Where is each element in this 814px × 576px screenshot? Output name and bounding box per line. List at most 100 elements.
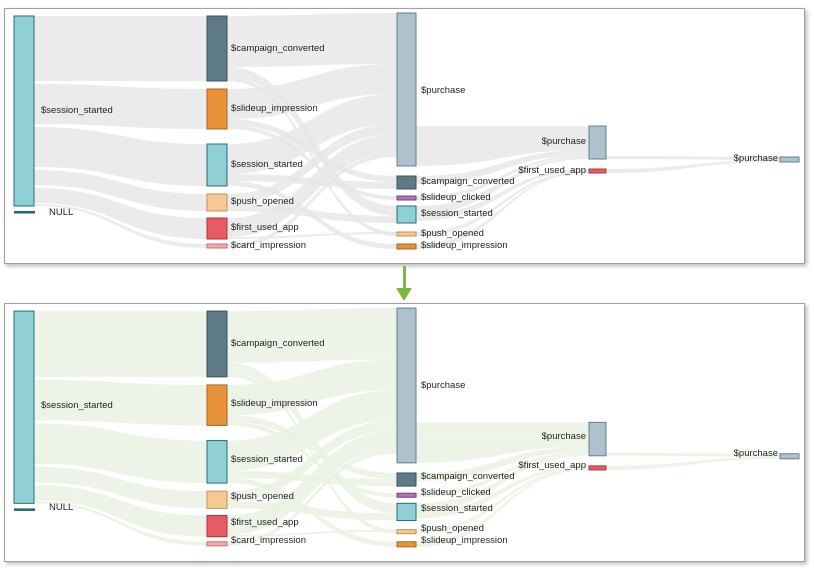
label-first-used-app-step2: $first_used_app <box>231 222 299 233</box>
label-purchase-step4: $purchase <box>541 136 586 147</box>
down-arrow-shaft <box>403 266 406 288</box>
node-push-opened-step2[interactable] <box>206 490 228 509</box>
node-slideup-clicked-step3[interactable] <box>396 195 417 201</box>
label-slideup-clicked-step3: $slideup_clicked <box>421 192 491 203</box>
node-slideup-impression-step2[interactable] <box>206 88 228 130</box>
node-session-started-step3[interactable] <box>396 502 417 522</box>
flow-campaign-to-push3 <box>227 77 397 236</box>
flow-campaign3-to-purchase4 <box>416 446 589 482</box>
flow-session-to-campaign <box>34 16 207 81</box>
node-slideup-impression-step3[interactable] <box>396 243 417 250</box>
node-session-started-step1[interactable] <box>13 15 35 207</box>
flow-ribbons <box>34 13 780 249</box>
flow-purchase3-to-purchase4-b <box>416 438 589 463</box>
node-campaign-converted-step3[interactable] <box>396 472 417 487</box>
flow-purchase4-to-purchase5 <box>606 452 780 457</box>
node-slideup-impression-step3[interactable] <box>396 541 417 548</box>
node-push-opened-step2[interactable] <box>206 193 228 212</box>
node-purchase-step5[interactable] <box>779 156 800 163</box>
node-null-step1[interactable] <box>14 211 35 214</box>
label-campaign-converted-step3: $campaign_converted <box>421 176 515 187</box>
node-session-started-step3[interactable] <box>396 205 417 224</box>
flow-session-to-push <box>34 170 207 211</box>
node-push-opened-step3[interactable] <box>396 231 417 237</box>
flow-session-to-card-impression <box>34 501 207 546</box>
down-arrow-icon <box>396 266 413 302</box>
label-card-impression-step2: $card_impression <box>231 240 306 251</box>
flow-session-to-session <box>34 127 207 186</box>
label-campaign-converted-step3: $campaign_converted <box>421 471 515 482</box>
node-card-impression-step2[interactable] <box>206 243 228 249</box>
label-session-started-step3: $session_started <box>421 208 493 219</box>
flow-firstused4-to-purchase5 <box>606 160 780 173</box>
label-campaign-converted-step2: $campaign_converted <box>231 338 325 349</box>
label-slideup-impression-step2: $slideup_impression <box>231 398 318 409</box>
flow-card2-to-purchase <box>227 153 397 248</box>
flow-campaign3-to-purchase4 <box>416 150 589 184</box>
node-session-started-step2[interactable] <box>206 440 228 484</box>
node-campaign-converted-step2[interactable] <box>206 310 228 378</box>
node-session-started-step2[interactable] <box>206 143 228 187</box>
node-campaign-converted-step2[interactable] <box>206 15 228 82</box>
flow-session3-to-firstused4 <box>416 169 589 221</box>
flow-campaign-to-purchase <box>227 308 397 363</box>
flow-purchase3-to-purchase4-a <box>416 422 589 439</box>
node-campaign-converted-step3[interactable] <box>396 175 417 190</box>
flow-push2-to-session3 <box>227 204 397 223</box>
flow-session-to-first-used <box>34 188 207 239</box>
node-purchase-step3[interactable] <box>396 12 417 167</box>
label-session-started-step1: $session_started <box>41 105 113 116</box>
flow-firstused4-to-purchase5 <box>606 456 780 470</box>
sankey-svg <box>13 12 800 250</box>
flow-slideup-to-purchase <box>227 359 397 416</box>
label-purchase-step3: $purchase <box>421 85 466 96</box>
flow-session2-to-purchase <box>227 390 397 471</box>
node-session-started-step1[interactable] <box>13 310 35 504</box>
node-first-used-app-step4[interactable] <box>588 168 607 174</box>
node-purchase-step4[interactable] <box>588 125 607 160</box>
flow-session-to-card-impression <box>34 204 207 248</box>
label-slideup-impression-step3: $slideup_impression <box>421 535 508 546</box>
node-card-impression-step2[interactable] <box>206 541 228 547</box>
flow-session-to-session <box>34 423 207 484</box>
label-card-impression-step2: $card_impression <box>231 535 306 546</box>
flow-session3-to-purchase4 <box>416 157 589 214</box>
label-push-opened-step3: $push_opened <box>421 228 484 239</box>
label-push-opened-step3: $push_opened <box>421 523 484 534</box>
node-purchase-step3[interactable] <box>396 307 417 464</box>
node-first-used-app-step2[interactable] <box>206 514 228 538</box>
flow-slideup3-to-firstused4 <box>416 468 589 547</box>
node-slideup-clicked-step3[interactable] <box>396 492 417 498</box>
flow-push2-to-purchase <box>227 124 397 204</box>
label-campaign-converted-step2: $campaign_converted <box>231 43 325 54</box>
node-first-used-app-step4[interactable] <box>588 465 607 471</box>
flow-clicked3-to-purchase4 <box>416 155 589 200</box>
flow-ribbons <box>34 308 780 547</box>
label-session-started-step2: $session_started <box>231 159 303 170</box>
flow-slideup3-to-firstused4 <box>416 172 589 249</box>
node-purchase-step5[interactable] <box>779 453 800 460</box>
label-push-opened-step2: $push_opened <box>231 491 294 502</box>
sankey-panel-before: $session_started NULL $campaign_converte… <box>4 8 805 264</box>
label-first-used-app-step2: $first_used_app <box>231 517 299 528</box>
flow-push3-to-firstused4 <box>416 171 589 236</box>
label-slideup-clicked-step3: $slideup_clicked <box>421 487 491 498</box>
node-push-opened-step3[interactable] <box>396 529 417 535</box>
node-purchase-step4[interactable] <box>588 421 607 457</box>
flow-session-to-push <box>34 466 207 509</box>
label-session-started-step2: $session_started <box>231 454 303 465</box>
down-arrow-head <box>396 288 412 301</box>
node-null-step1[interactable] <box>14 508 35 511</box>
flow-slideup-to-campaign3 <box>227 119 397 182</box>
label-null-step1: NULL <box>49 207 74 218</box>
node-slideup-impression-step2[interactable] <box>206 384 228 426</box>
flow-session-to-slideup-impression <box>34 379 207 426</box>
label-push-opened-step2: $push_opened <box>231 196 294 207</box>
flow-session3-to-purchase4 <box>416 453 589 512</box>
flow-campaign-to-purchase <box>227 13 397 67</box>
flow-purchase4-to-purchase5 <box>606 156 780 160</box>
flow-push3-to-firstused4 <box>416 467 589 534</box>
flow-purchase3-to-purchase4-a <box>416 126 589 142</box>
sankey-nodes <box>13 12 800 250</box>
node-first-used-app-step2[interactable] <box>206 217 228 240</box>
